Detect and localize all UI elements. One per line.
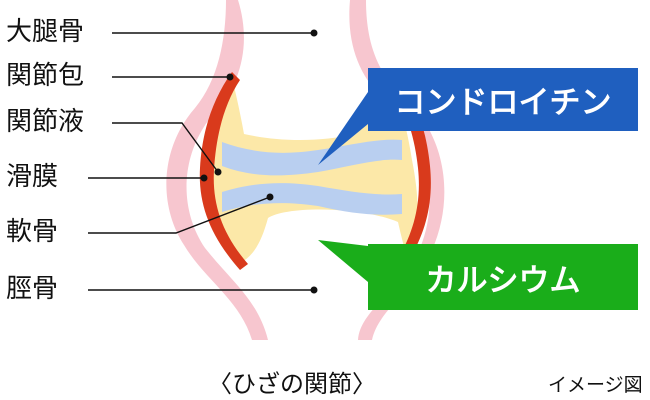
label-cartilage: 軟骨 [6,217,59,247]
cartilage-upper [222,139,402,176]
cartilage-lower [222,183,402,215]
leader-dot-cartilage [266,193,274,201]
leader-dot-joint-capsule [226,73,234,81]
leader-dot-synovial-fluid [214,168,222,176]
leader-synovial-fluid [112,122,219,173]
image-note: イメージ図 [548,374,643,396]
label-joint-capsule: 関節包 [6,61,85,91]
label-synovium: 滑膜 [6,162,59,192]
joint-capsule-left [166,0,268,340]
calcium-pointer [318,240,368,282]
synovium-left [199,72,248,270]
label-synovial-fluid: 関節液 [6,107,85,137]
leader-dot-femur [310,29,318,37]
leader-dot-synovium [200,174,208,182]
diagram-caption: 〈ひざの関節〉 [208,370,376,398]
callout-chondroitin: コンドロイチン [368,68,638,131]
leader-dot-tibia [310,286,318,294]
label-femur: 大腿骨 [6,17,85,47]
label-tibia: 脛骨 [6,274,59,304]
callout-calcium: カルシウム [368,244,638,310]
chondroitin-pointer [318,92,368,165]
leader-cartilage [88,196,271,234]
